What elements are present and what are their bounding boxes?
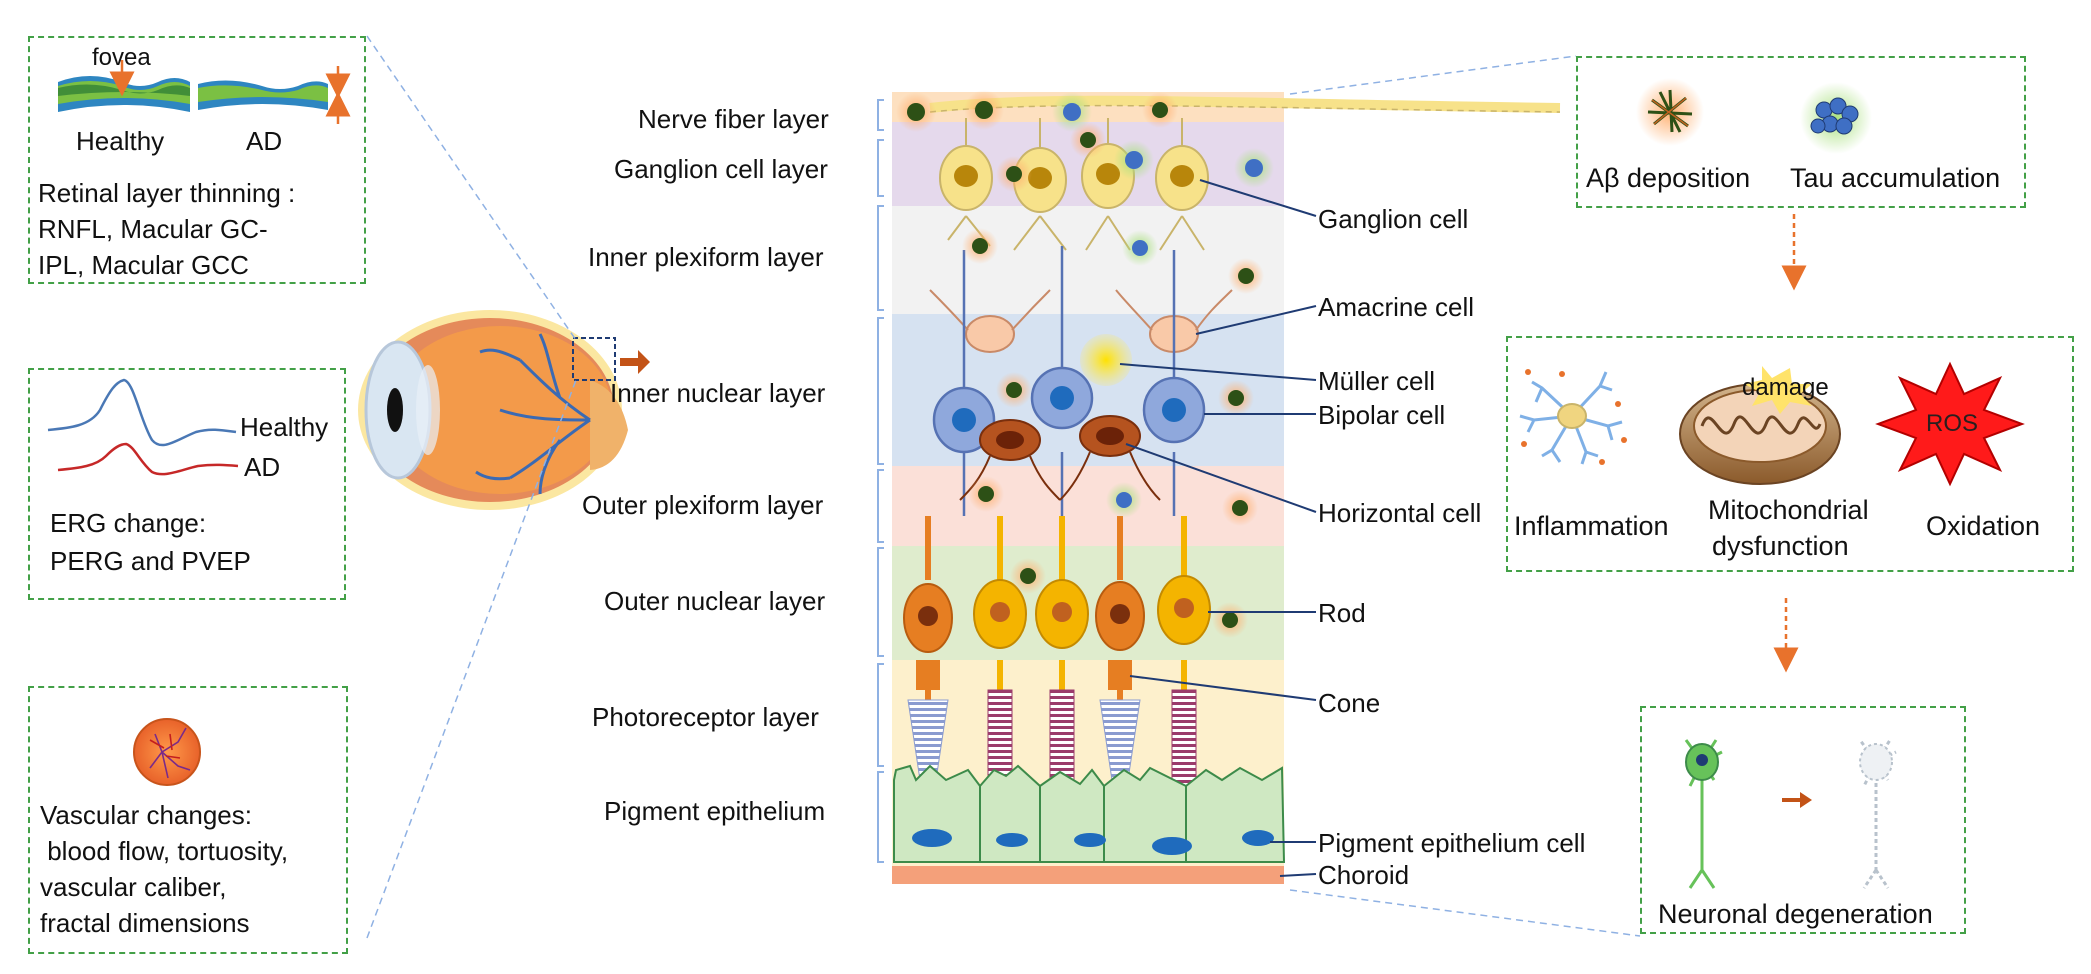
fundus-illustration bbox=[133, 718, 201, 786]
tau-label: Tau accumulation bbox=[1790, 163, 2001, 193]
layer-photoreceptor: Photoreceptor layer bbox=[592, 702, 819, 732]
cell-cone: Cone bbox=[1318, 688, 1381, 718]
cell-horizontal: Horizontal cell bbox=[1318, 498, 1482, 528]
abeta-label: Aβ deposition bbox=[1586, 163, 1751, 193]
zoom-arrow bbox=[620, 350, 650, 374]
vascular-panel bbox=[28, 686, 348, 954]
thinning-ad-label: AD bbox=[246, 126, 283, 156]
vascular-text-2: blood flow, tortuosity, bbox=[40, 836, 289, 866]
thinning-text-2: RNFL, Macular GC- bbox=[38, 214, 268, 244]
layer-inner-plexiform: Inner plexiform layer bbox=[588, 242, 824, 272]
vascular-text-4: fractal dimensions bbox=[40, 908, 250, 938]
layer-outer-nuclear: Outer nuclear layer bbox=[604, 586, 826, 616]
vascular-text-3: vascular caliber, bbox=[40, 872, 227, 902]
inflammation-label: Inflammation bbox=[1514, 511, 1669, 541]
layer-brackets bbox=[877, 99, 884, 863]
ros-label: ROS bbox=[1926, 410, 1979, 437]
layer-outer-plexiform: Outer plexiform layer bbox=[582, 490, 824, 520]
cell-pigment-epithelium: Pigment epithelium cell bbox=[1318, 828, 1586, 858]
layer-inner-nuclear: Inner nuclear layer bbox=[610, 378, 826, 408]
eye-illustration bbox=[358, 310, 650, 510]
erg-text-2: PERG and PVEP bbox=[50, 546, 251, 576]
mitochondrion-icon bbox=[1679, 366, 1841, 485]
degeneration-arrow bbox=[1782, 792, 1812, 808]
leader-lines bbox=[1119, 179, 1317, 877]
cell-ganglion: Ganglion cell bbox=[1318, 204, 1469, 234]
erg-healthy-curve bbox=[47, 378, 237, 447]
damage-label: damage bbox=[1742, 374, 1829, 401]
deposits-panel bbox=[1576, 56, 2026, 208]
erg-panel bbox=[28, 368, 346, 600]
cell-muller: Müller cell bbox=[1318, 366, 1436, 396]
cell-choroid: Choroid bbox=[1318, 860, 1410, 890]
erg-text-1: ERG change: bbox=[50, 508, 207, 538]
mito-label-1: Mitochondrial bbox=[1708, 495, 1869, 525]
thinning-illustration bbox=[58, 60, 351, 124]
cell-bipolar: Bipolar cell bbox=[1318, 400, 1446, 430]
mechanisms-panel bbox=[1506, 336, 2074, 572]
cell-amacrine: Amacrine cell bbox=[1318, 292, 1475, 322]
degeneration-label: Neuronal degeneration bbox=[1658, 899, 1933, 929]
thinning-panel bbox=[28, 36, 366, 284]
abeta-icon bbox=[1636, 78, 1704, 146]
tau-icon bbox=[1800, 82, 1872, 154]
erg-healthy-label: Healthy bbox=[240, 412, 329, 442]
layer-pigment-epithelium: Pigment epithelium bbox=[604, 796, 826, 826]
healthy-neuron-icon bbox=[1684, 739, 1723, 889]
erg-ad-label: AD bbox=[244, 452, 281, 482]
thinning-healthy-label: Healthy bbox=[76, 126, 165, 156]
vascular-text-1: Vascular changes: bbox=[40, 800, 252, 830]
mito-label-2: dysfunction bbox=[1712, 531, 1849, 561]
degeneration-panel bbox=[1640, 706, 1966, 934]
thinning-text-1: Retinal layer thinning : bbox=[38, 178, 296, 208]
zoom-box bbox=[572, 337, 616, 381]
degenerated-neuron-icon bbox=[1858, 739, 1897, 889]
oxidation-label: Oxidation bbox=[1926, 511, 2041, 541]
retina-column bbox=[892, 90, 1561, 884]
microglia-icon bbox=[1519, 369, 1627, 465]
layer-ganglion-cell: Ganglion cell layer bbox=[614, 154, 828, 184]
ros-icon bbox=[1875, 361, 2025, 487]
fovea-label: fovea bbox=[92, 44, 151, 71]
thinning-text-3: IPL, Macular GCC bbox=[38, 250, 249, 280]
erg-illustration bbox=[47, 378, 239, 476]
layer-nerve-fiber: Nerve fiber layer bbox=[638, 104, 829, 134]
tau-deposits bbox=[1052, 92, 1274, 518]
cell-rod: Rod bbox=[1318, 598, 1366, 628]
erg-ad-curve bbox=[57, 442, 239, 476]
